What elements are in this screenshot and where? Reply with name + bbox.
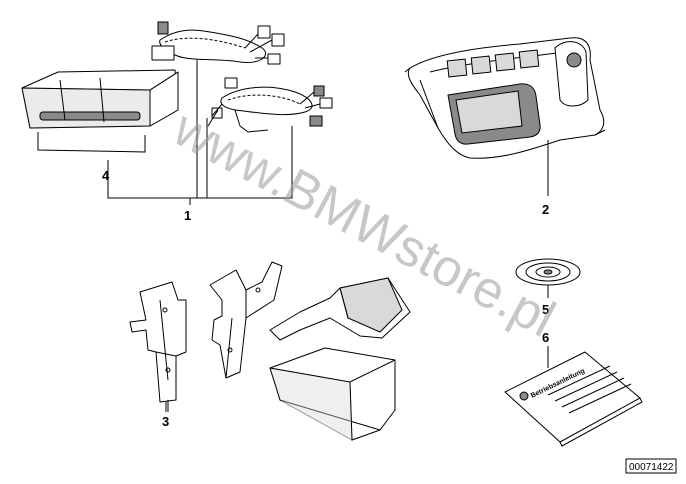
center-console-display-panel bbox=[404, 37, 606, 196]
navigation-cd bbox=[515, 258, 581, 298]
callout-6: 6 bbox=[542, 330, 549, 345]
callout-2: 2 bbox=[542, 202, 549, 217]
mounting-bracket-left bbox=[129, 281, 187, 412]
callout-3: 3 bbox=[162, 414, 169, 429]
callout-1: 1 bbox=[184, 208, 191, 223]
callout-5: 5 bbox=[542, 302, 549, 317]
cable-harness-upper bbox=[151, 21, 285, 65]
owners-manual-booklet bbox=[504, 346, 643, 447]
reference-number: 00071422 bbox=[629, 462, 674, 473]
mounting-tray-box bbox=[269, 347, 396, 441]
mounting-bracket-middle bbox=[209, 261, 283, 379]
navigation-computer-unit bbox=[21, 69, 179, 153]
display-mounting-frame bbox=[269, 277, 411, 341]
cable-harness-lower bbox=[207, 77, 333, 133]
callout-4: 4 bbox=[102, 168, 110, 183]
reference-number-box: 00071422 bbox=[625, 458, 677, 474]
leader-lines-1-4 bbox=[107, 60, 293, 205]
